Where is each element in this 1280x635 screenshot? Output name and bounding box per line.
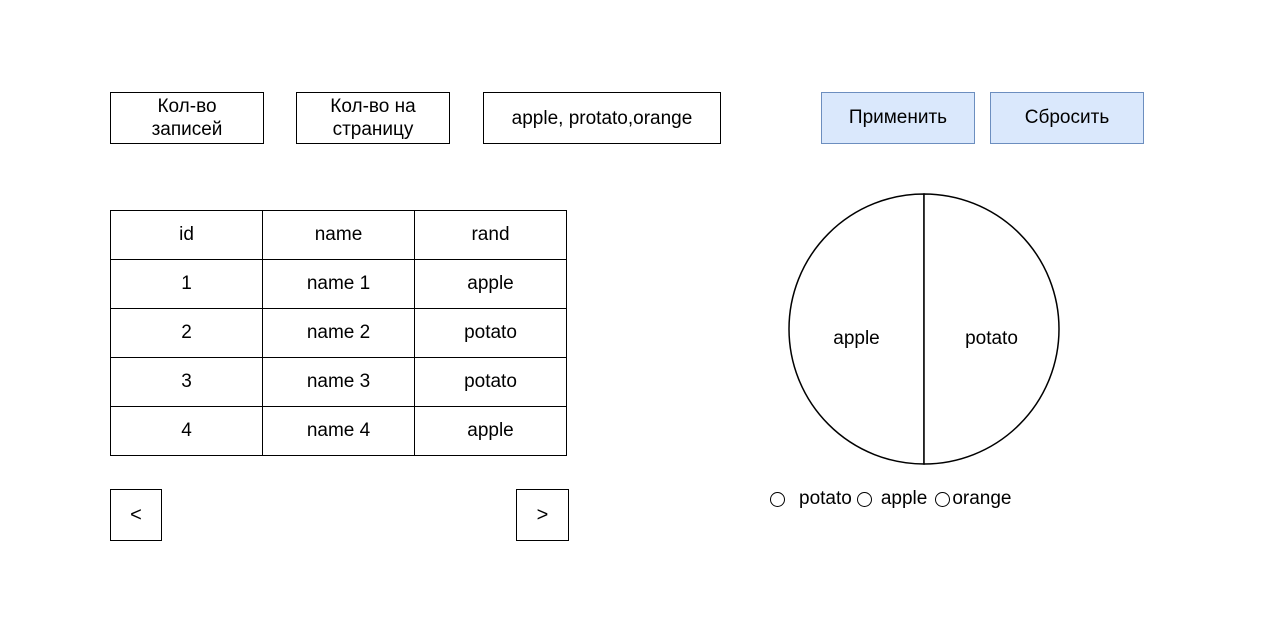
apply-button[interactable]: Применить [821, 92, 975, 144]
next-page-button[interactable]: > [516, 489, 569, 541]
table-cell: name 3 [262, 357, 415, 407]
table-cell: apple [414, 406, 567, 456]
column-header-id: id [110, 210, 263, 260]
pie-slice-potato [923, 193, 1060, 465]
table-cell: 2 [110, 308, 263, 358]
radio-icon [935, 491, 951, 507]
table-cell: name 4 [262, 406, 415, 456]
table-cell: 1 [110, 259, 263, 309]
apply-button-label: Применить [848, 107, 948, 128]
legend-item-potato[interactable]: potato [770, 488, 852, 510]
pie-slice-label: potato [965, 328, 1018, 349]
legend-label: apple [880, 488, 928, 509]
records-count-field[interactable]: Кол-во записей [110, 92, 264, 144]
table-row: 2 name 2 potato [110, 308, 567, 358]
table-row: 3 name 3 potato [110, 357, 567, 407]
reset-button-label: Сбросить [1024, 107, 1110, 128]
table-cell: 3 [110, 357, 263, 407]
pie-slice-apple [788, 193, 925, 465]
per-page-field[interactable]: Кол-во на страницу [296, 92, 450, 144]
radio-icon [770, 491, 785, 507]
table-cell: potato [414, 357, 567, 407]
chart-legend: potato apple orange [770, 487, 1012, 511]
next-page-label: > [536, 503, 549, 526]
legend-label: potato [799, 488, 852, 509]
table-header-row: id name rand [110, 210, 567, 260]
legend-label: orange [952, 488, 1012, 509]
radio-icon [856, 491, 872, 507]
records-count-label: Кол-во записей [151, 96, 223, 140]
table-cell: 4 [110, 406, 263, 456]
per-page-label: Кол-во на страницу [330, 96, 416, 140]
table-cell: apple [414, 259, 567, 309]
filter-input[interactable]: apple, protato,orange [483, 92, 721, 144]
pie-chart: apple potato [788, 193, 1060, 465]
table-cell: name 1 [262, 259, 415, 309]
table-cell: name 2 [262, 308, 415, 358]
table-cell: potato [414, 308, 567, 358]
legend-item-apple[interactable]: apple [856, 488, 928, 510]
data-table: id name rand 1 name 1 apple 2 name 2 pot… [110, 210, 567, 456]
pie-slice-label: apple [833, 328, 880, 349]
filter-value: apple, protato,orange [511, 107, 693, 129]
table-row: 4 name 4 apple [110, 406, 567, 456]
legend-item-orange[interactable]: orange [935, 488, 1012, 510]
prev-page-label: < [130, 503, 142, 526]
table-row: 1 name 1 apple [110, 259, 567, 309]
reset-button[interactable]: Сбросить [990, 92, 1144, 144]
column-header-name: name [262, 210, 415, 260]
column-header-rand: rand [414, 210, 567, 260]
prev-page-button[interactable]: < [110, 489, 162, 541]
